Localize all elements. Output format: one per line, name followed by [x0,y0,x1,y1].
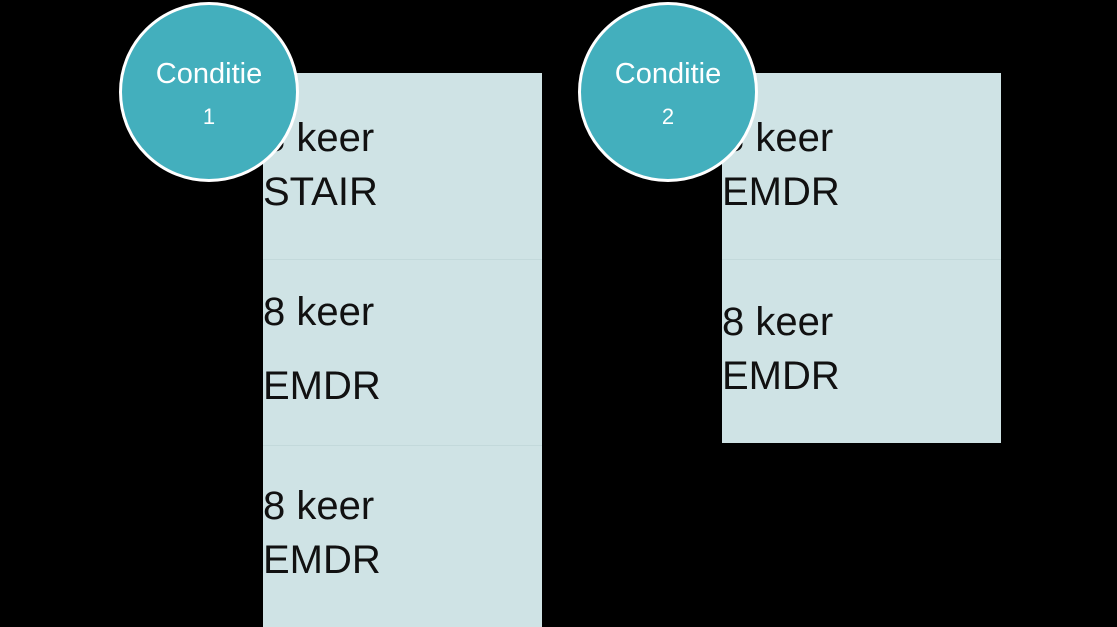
condition-1-block-2: 8 keer EMDR [263,285,542,413]
condition-1-title: Conditie [155,58,263,90]
block-line-1: 8 keer [263,116,375,160]
condition-1-badge: Conditie 1 [119,2,299,182]
condition-2-number: 2 [661,104,675,129]
condition-1-block-3: 8 keer EMDR [263,479,542,587]
block-line-2: EMDR [263,364,381,408]
block-line-2: EMDR [722,354,840,398]
condition-2-title: Conditie [614,58,722,90]
condition-1-column: 8 keer STAIR 8 keer EMDR 8 keer EMDR [263,73,542,627]
block-line-2: EMDR [722,170,840,214]
divider [263,259,542,260]
condition-2-column: 8 keer EMDR 8 keer EMDR [722,73,1001,443]
condition-2-block-2: 8 keer EMDR [722,295,1001,403]
divider [722,259,1001,260]
condition-2-block-1: 8 keer EMDR [722,111,1001,219]
block-line-1: 8 keer [722,116,834,160]
divider [263,445,542,446]
block-line-1: 8 keer [263,484,375,528]
block-line-1: 8 keer [263,290,375,334]
block-line-2: STAIR [263,170,378,214]
block-line-2: EMDR [263,538,381,582]
condition-2-badge: Conditie 2 [578,2,758,182]
condition-1-block-1: 8 keer STAIR [263,111,542,219]
block-line-1: 8 keer [722,300,834,344]
condition-1-number: 1 [202,104,216,129]
